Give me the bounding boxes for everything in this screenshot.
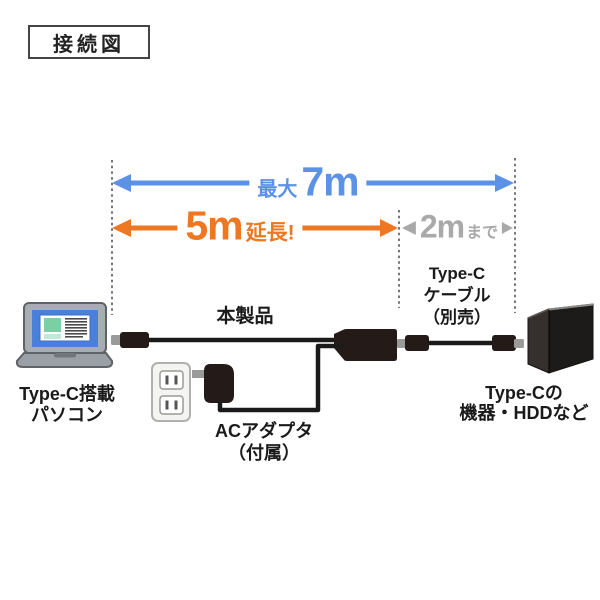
cable-length-suffix: まで (466, 224, 499, 242)
dashed-guide-lines (111, 158, 516, 315)
pc-label-line2: パソコン (30, 405, 103, 425)
device-label-line1: Type-Cの (485, 383, 563, 403)
device-label: Type-Cの 機器・HDDなど (460, 383, 589, 423)
total-length-prefix: 最大 (257, 178, 298, 201)
typec-cable-label-line1: Type-C (428, 264, 486, 283)
arrowhead-left-icon (402, 220, 418, 236)
device-label-line2: 機器・HDDなど (459, 403, 589, 423)
typec-cable-label: Type-C ケーブル （別売） (423, 263, 491, 329)
ac-adapter-label-line1: ACアダプタ (215, 421, 313, 441)
ac-adapter-label-line2: （付属） (228, 443, 300, 463)
arrowhead-left-icon (112, 219, 131, 237)
wall-outlet-icon (151, 362, 191, 422)
extension-length-value: 5m (185, 202, 243, 249)
typec-cable-icon (397, 335, 524, 351)
typec-cable-label-line2: ケーブル (423, 286, 491, 305)
typec-cable-label-line3: （別売） (423, 308, 491, 327)
power-cable (217, 343, 344, 413)
product-label: 本製品 (216, 306, 274, 327)
usb-c-plug-tip-icon (111, 335, 122, 345)
product-extension-cable (111, 329, 397, 361)
usb-c-plug-icon (120, 332, 149, 348)
extension-length-label: 5m 延長! (177, 202, 303, 249)
cable-length-label: 2m まで (415, 208, 503, 245)
ac-adapter-label: ACアダプタ （付属） (215, 420, 313, 464)
diagram-title-box: 接続図 (28, 25, 150, 59)
pc-label-line1: Type-C搭載 (19, 384, 115, 404)
ac-adapter-icon (192, 343, 344, 413)
laptop-icon (15, 302, 114, 368)
extension-length-suffix: 延長! (245, 221, 295, 245)
total-length-label: 最大 7m (249, 158, 367, 205)
arrowhead-right-icon (495, 174, 514, 192)
ac-prong (192, 370, 206, 378)
diagram-title: 接続図 (53, 33, 125, 56)
total-length-value: 7m (301, 158, 359, 205)
pc-label: Type-C搭載 パソコン (19, 384, 115, 426)
extension-adapter-icon (344, 329, 397, 361)
arrowhead-right-icon (380, 219, 398, 237)
hdd-icon (527, 303, 594, 374)
cable-length-value: 2m (419, 208, 465, 245)
arrowhead-left-icon (112, 174, 131, 192)
